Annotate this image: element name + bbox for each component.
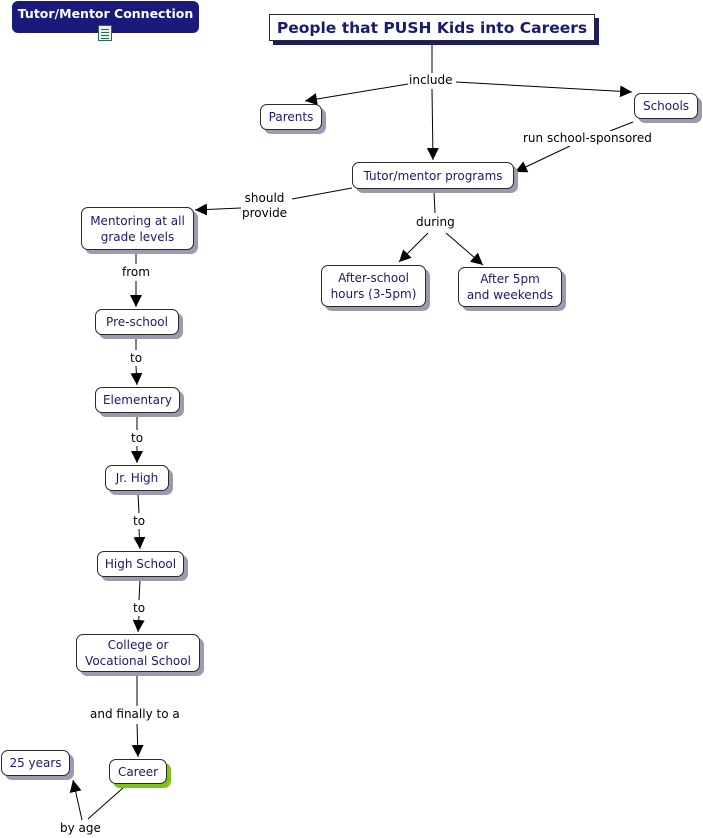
node-tutor-mentor-programs[interactable]: Tutor/mentor programs xyxy=(352,162,514,189)
diagram-title-node[interactable]: People that PUSH Kids into Careers xyxy=(269,14,595,41)
edge-jrhigh-to xyxy=(137,493,140,514)
edge-run-tutor xyxy=(514,145,571,173)
edge-during-after5 xyxy=(445,232,484,266)
node-college-vocational[interactable]: College or Vocational School xyxy=(76,634,200,672)
edge-career-byage xyxy=(87,786,125,820)
link-label-to: to xyxy=(130,431,145,446)
header-title: Tutor/Mentor Connection xyxy=(17,6,194,21)
link-label-from: from xyxy=(121,265,151,280)
node-pre-school[interactable]: Pre-school xyxy=(95,309,179,335)
node-parents[interactable]: Parents xyxy=(260,104,322,130)
link-label-by-age: by age xyxy=(59,821,102,836)
edge-highschool-to xyxy=(138,579,141,601)
node-schools[interactable]: Schools xyxy=(634,93,698,119)
edge-include-tutor xyxy=(426,88,439,161)
node-25-years[interactable]: 25 years xyxy=(1,750,70,776)
link-label-run-school-sponsored: run school-sponsored xyxy=(522,131,653,146)
link-label-during: during xyxy=(415,215,456,230)
edge-finally-career xyxy=(131,723,144,758)
edge-byage-25years xyxy=(69,779,83,821)
link-label-and-finally-to-a: and finally to a xyxy=(89,707,181,722)
link-label-to: to xyxy=(129,351,144,366)
link-label-to: to xyxy=(132,601,147,616)
document-icon[interactable] xyxy=(98,25,112,41)
link-label-to: to xyxy=(132,514,147,529)
edge-to-elementary xyxy=(130,365,143,386)
node-high-school[interactable]: High School xyxy=(97,551,184,577)
edge-should-mentoring xyxy=(194,203,242,216)
edge-tutor-during xyxy=(433,190,436,214)
node-after-school-hours[interactable]: After-school hours (3-5pm) xyxy=(321,265,426,307)
diagram-title: People that PUSH Kids into Careers xyxy=(276,18,588,37)
edge-include-parents xyxy=(304,83,409,105)
edge-during-afterschool xyxy=(398,232,429,263)
link-label-should-provide: should provide xyxy=(241,191,289,221)
edge-to-highschool xyxy=(133,528,146,550)
node-elementary[interactable]: Elementary xyxy=(95,387,180,413)
edge-include-schools xyxy=(455,81,633,98)
node-after-5pm-weekends[interactable]: After 5pm and weekends xyxy=(458,267,562,307)
edge-to-college xyxy=(132,615,145,633)
edge-schools-run xyxy=(609,121,634,132)
node-career[interactable]: Career xyxy=(109,759,167,784)
node-jr-high[interactable]: Jr. High xyxy=(105,465,169,491)
edge-tutor-should xyxy=(291,187,353,200)
node-mentoring-all-grade-levels[interactable]: Mentoring at all grade levels xyxy=(81,207,194,250)
link-label-include: include xyxy=(408,73,454,88)
